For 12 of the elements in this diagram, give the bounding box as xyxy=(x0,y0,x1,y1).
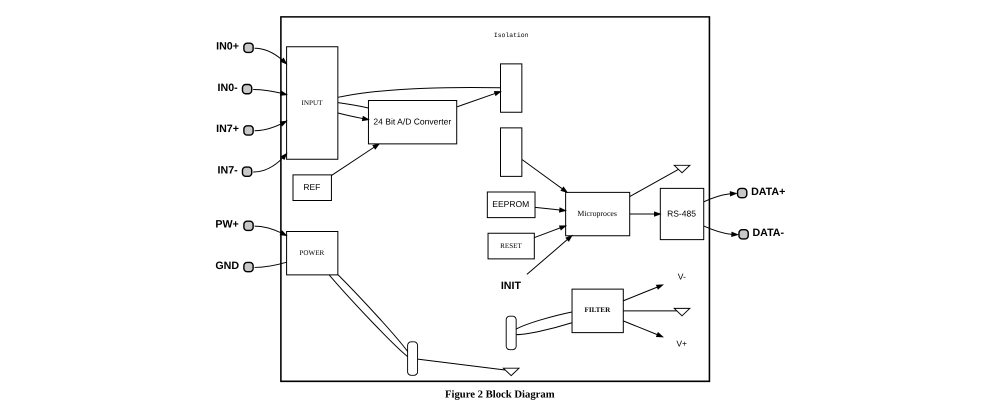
node-text: INIT xyxy=(500,280,520,292)
node-label: IN0+ xyxy=(216,40,238,53)
node-label: IN7- xyxy=(217,164,238,176)
node-label: GND xyxy=(214,260,239,272)
node-text: V- xyxy=(677,272,686,282)
node-label: DATA+ xyxy=(750,186,785,198)
caption: Figure 2 Block Diagram xyxy=(444,388,554,401)
node-text: V+ xyxy=(676,338,687,349)
node-label: PW+ xyxy=(214,218,238,231)
node-label: IN7+ xyxy=(216,123,238,136)
node-label: IN0- xyxy=(217,82,238,94)
node-label: DATA- xyxy=(752,227,784,240)
